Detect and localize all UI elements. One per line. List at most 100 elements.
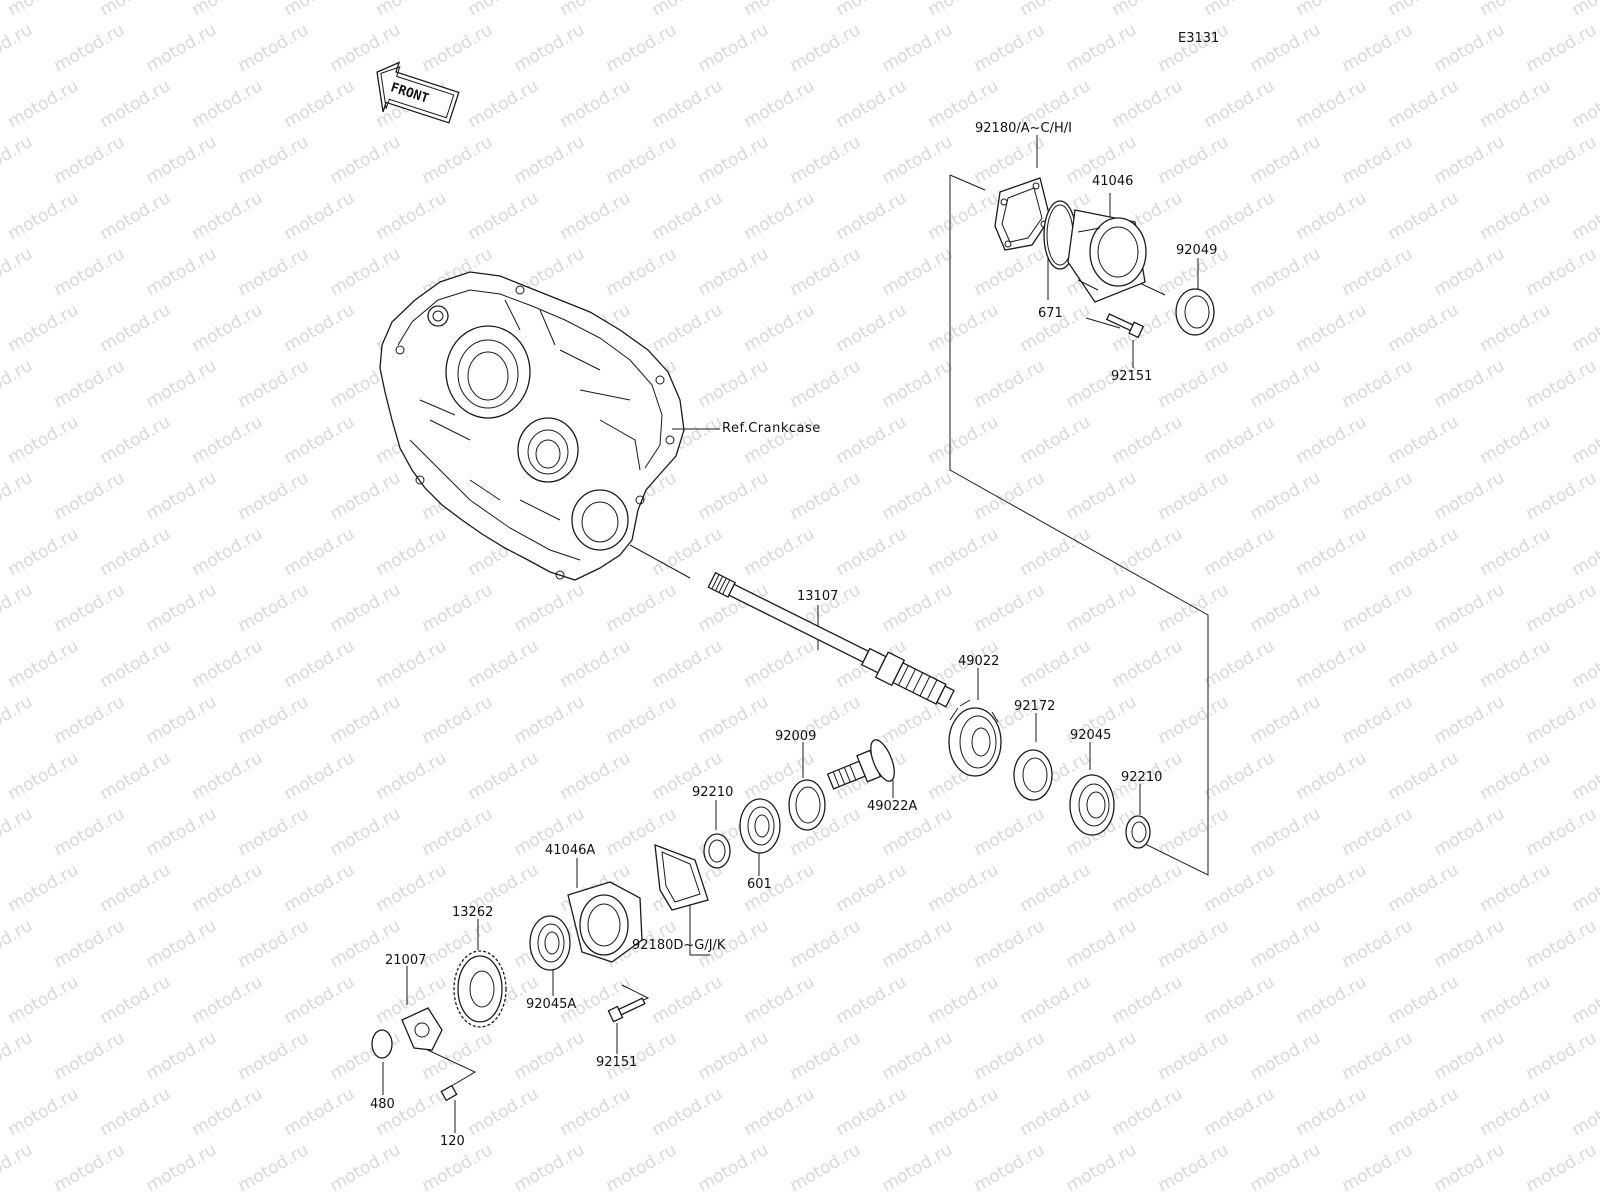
watermark-text: motod.ru bbox=[741, 1196, 819, 1200]
watermark-text: motod.ru bbox=[1477, 524, 1555, 580]
watermark-text: motod.ru bbox=[1247, 1028, 1325, 1084]
part-label-13107[interactable]: 13107 bbox=[797, 589, 839, 604]
part-label-92009[interactable]: 92009 bbox=[775, 729, 817, 744]
watermark-text: motod.ru bbox=[97, 748, 175, 804]
watermark-text: motod.ru bbox=[971, 916, 1049, 972]
watermark-text: motod.ru bbox=[235, 1140, 313, 1196]
part-label-92151-bottom[interactable]: 92151 bbox=[596, 1055, 638, 1070]
watermark-text: motod.ru bbox=[833, 188, 911, 244]
watermark-text: motod.ru bbox=[5, 1084, 83, 1140]
part-label-92210-left[interactable]: 92210 bbox=[692, 785, 734, 800]
watermark-text: motod.ru bbox=[327, 244, 405, 300]
watermark-text: motod.ru bbox=[143, 244, 221, 300]
part-label-13262[interactable]: 13262 bbox=[452, 905, 494, 920]
watermark-text: motod.ru bbox=[741, 0, 819, 20]
watermark-text: motod.ru bbox=[1477, 860, 1555, 916]
watermark-text: motod.ru bbox=[1477, 0, 1555, 20]
watermark-text: motod.ru bbox=[695, 356, 773, 412]
watermark-text: motod.ru bbox=[5, 748, 83, 804]
watermark-text: motod.ru bbox=[1017, 524, 1095, 580]
watermark-text: motod.ru bbox=[925, 0, 1003, 20]
watermark-text: motod.ru bbox=[879, 916, 957, 972]
part-label-92151-top[interactable]: 92151 bbox=[1111, 369, 1153, 384]
part-label-21007[interactable]: 21007 bbox=[385, 953, 427, 968]
watermark-text: motod.ru bbox=[327, 692, 405, 748]
watermark-text: motod.ru bbox=[1017, 412, 1095, 468]
plate-21007 bbox=[401, 1007, 443, 1051]
part-label-92045[interactable]: 92045 bbox=[1070, 728, 1112, 743]
watermark-text: motod.ru bbox=[1569, 0, 1600, 20]
watermark-text: motod.ru bbox=[833, 76, 911, 132]
watermark-text: motod.ru bbox=[0, 580, 36, 636]
front-arrow-icon bbox=[376, 61, 460, 124]
watermark-text: motod.ru bbox=[787, 244, 865, 300]
watermark-text: motod.ru bbox=[1431, 916, 1509, 972]
watermark-text: motod.ru bbox=[235, 580, 313, 636]
watermark-text: motod.ru bbox=[1017, 1084, 1095, 1140]
watermark-text: motod.ru bbox=[1063, 916, 1141, 972]
watermark-text: motod.ru bbox=[1155, 1140, 1233, 1196]
watermark-text: motod.ru bbox=[51, 356, 129, 412]
part-label-92049[interactable]: 92049 bbox=[1176, 243, 1218, 258]
watermark-text: motod.ru bbox=[971, 20, 1049, 76]
watermark-text: motod.ru bbox=[1247, 356, 1325, 412]
watermark-text: motod.ru bbox=[51, 1028, 129, 1084]
watermark-text: motod.ru bbox=[1523, 692, 1600, 748]
watermark-text: motod.ru bbox=[51, 580, 129, 636]
watermark-text: motod.ru bbox=[1109, 1196, 1187, 1200]
watermark-text: motod.ru bbox=[327, 132, 405, 188]
watermark-text: motod.ru bbox=[1569, 748, 1600, 804]
watermark-text: motod.ru bbox=[557, 1084, 635, 1140]
gasket-92180d bbox=[654, 844, 709, 911]
watermark-text: motod.ru bbox=[1109, 524, 1187, 580]
watermark-text: motod.ru bbox=[1431, 132, 1509, 188]
watermark-text: motod.ru bbox=[465, 1084, 543, 1140]
watermark-text: motod.ru bbox=[925, 860, 1003, 916]
watermark-text: motod.ru bbox=[189, 748, 267, 804]
watermark-text: motod.ru bbox=[649, 76, 727, 132]
watermark-text: motod.ru bbox=[511, 692, 589, 748]
watermark-text: motod.ru bbox=[1385, 300, 1463, 356]
seal-92049 bbox=[1175, 288, 1215, 336]
watermark-text: motod.ru bbox=[1569, 1196, 1600, 1200]
watermark-text: motod.ru bbox=[0, 1140, 36, 1196]
watermark-text: motod.ru bbox=[143, 356, 221, 412]
watermark-text: motod.ru bbox=[5, 412, 83, 468]
watermark-text: motod.ru bbox=[649, 524, 727, 580]
part-label-92210-right[interactable]: 92210 bbox=[1121, 770, 1163, 785]
part-label-92172[interactable]: 92172 bbox=[1014, 699, 1056, 714]
watermark-text: motod.ru bbox=[465, 0, 543, 20]
watermark-text: motod.ru bbox=[879, 20, 957, 76]
watermark-text: motod.ru bbox=[1293, 860, 1371, 916]
watermark-text: motod.ru bbox=[5, 1196, 83, 1200]
watermark-text: motod.ru bbox=[925, 1196, 1003, 1200]
bolt-92151-bottom bbox=[607, 997, 646, 1023]
watermark-text: motod.ru bbox=[879, 468, 957, 524]
part-label-92045a[interactable]: 92045A bbox=[526, 997, 577, 1012]
part-label-92180-a[interactable]: 92180/A~C/H/I bbox=[975, 121, 1072, 136]
watermark-text: motod.ru bbox=[1247, 244, 1325, 300]
watermark-text: motod.ru bbox=[1385, 1084, 1463, 1140]
watermark-text: motod.ru bbox=[741, 636, 819, 692]
watermark-text: motod.ru bbox=[1293, 188, 1371, 244]
watermark-text: motod.ru bbox=[5, 636, 83, 692]
watermark-text: motod.ru bbox=[1523, 132, 1600, 188]
watermark-text: motod.ru bbox=[1523, 916, 1600, 972]
watermark-text: motod.ru bbox=[143, 132, 221, 188]
part-label-601[interactable]: 601 bbox=[747, 877, 772, 892]
watermark-text: motod.ru bbox=[1063, 1140, 1141, 1196]
part-label-671[interactable]: 671 bbox=[1038, 306, 1063, 321]
watermark-text: motod.ru bbox=[695, 468, 773, 524]
part-label-49022[interactable]: 49022 bbox=[958, 654, 1000, 669]
part-label-41046[interactable]: 41046 bbox=[1092, 174, 1134, 189]
part-label-480[interactable]: 480 bbox=[370, 1097, 395, 1112]
part-label-49022a[interactable]: 49022A bbox=[867, 799, 918, 814]
part-label-92180d[interactable]: 92180D~G/J/K bbox=[632, 938, 726, 953]
part-label-41046a[interactable]: 41046A bbox=[545, 843, 596, 858]
watermark-text: motod.ru bbox=[281, 524, 359, 580]
watermark-text: motod.ru bbox=[1523, 1028, 1600, 1084]
part-label-120[interactable]: 120 bbox=[440, 1134, 465, 1149]
watermark-text: motod.ru bbox=[1523, 468, 1600, 524]
watermark-text: motod.ru bbox=[971, 244, 1049, 300]
watermark-text: motod.ru bbox=[971, 1140, 1049, 1196]
